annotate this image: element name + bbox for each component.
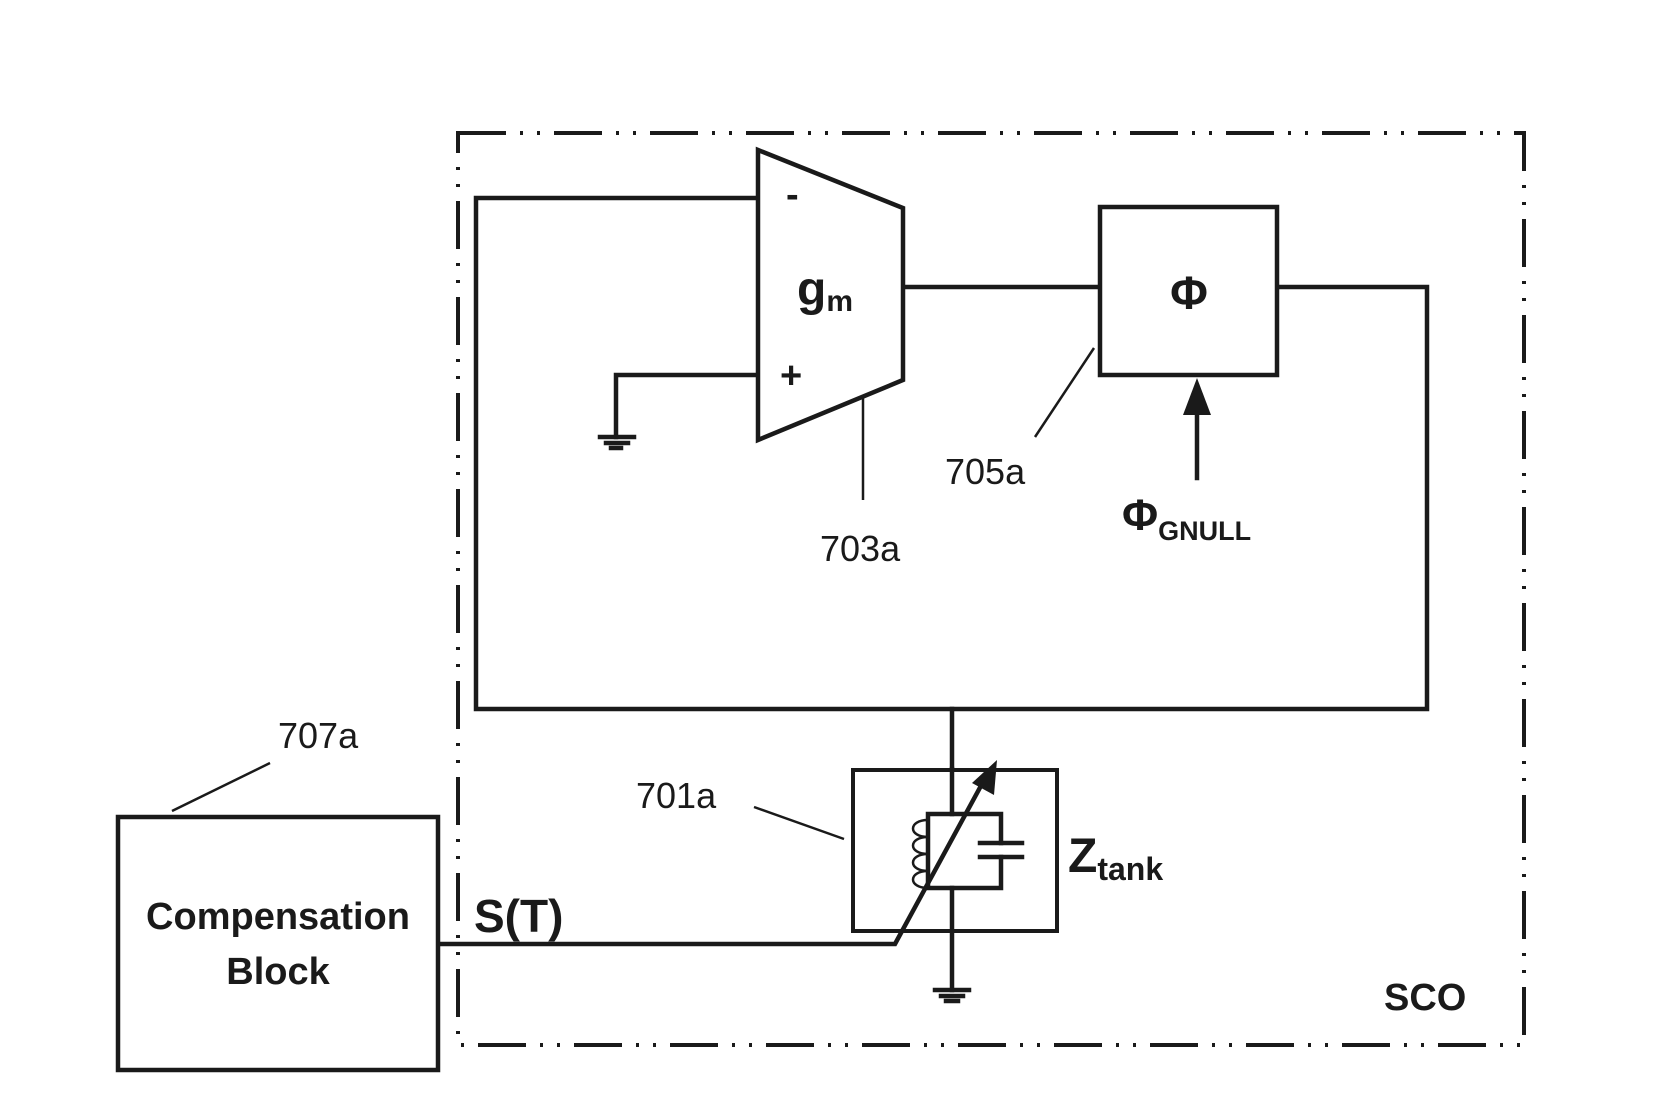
gm-ground-icon [600, 375, 755, 448]
gm-minus-sign: - [786, 174, 799, 216]
svg-text:ΦGNULL: ΦGNULL [1122, 491, 1251, 546]
phase-ref-leader [1035, 348, 1094, 437]
tank-block [853, 770, 1057, 931]
compensation-label-line2: Block [226, 951, 330, 993]
signal-label: S(T) [474, 890, 563, 942]
tank-ref-label: 701a [636, 775, 717, 816]
phase-control-label: Φ [1122, 491, 1158, 540]
tank-ground-icon [935, 990, 969, 1001]
sco-label: SCO [1384, 977, 1466, 1019]
phase-control-arrow [1183, 378, 1211, 478]
tank-label-sub: tank [1097, 851, 1163, 887]
compensation-ref-leader [172, 763, 270, 811]
gm-label-sub: m [826, 285, 853, 318]
gm-amplifier: - + gm [758, 150, 903, 440]
tank-label: Z [1068, 830, 1097, 883]
tank-ref-leader [754, 807, 844, 839]
gm-label: g [797, 263, 826, 316]
phase-control-label-sub: GNULL [1158, 516, 1251, 546]
gm-plus-sign: + [780, 355, 802, 397]
phase-shifter-label: Φ [1170, 267, 1208, 319]
compensation-ref-label: 707a [278, 715, 359, 756]
compensation-label-line1: Compensation [146, 896, 410, 938]
svg-text:Ztank: Ztank [1068, 830, 1163, 887]
gm-ref-label: 703a [820, 528, 901, 569]
compensation-block [118, 817, 438, 1070]
phase-ref-label: 705a [945, 451, 1026, 492]
